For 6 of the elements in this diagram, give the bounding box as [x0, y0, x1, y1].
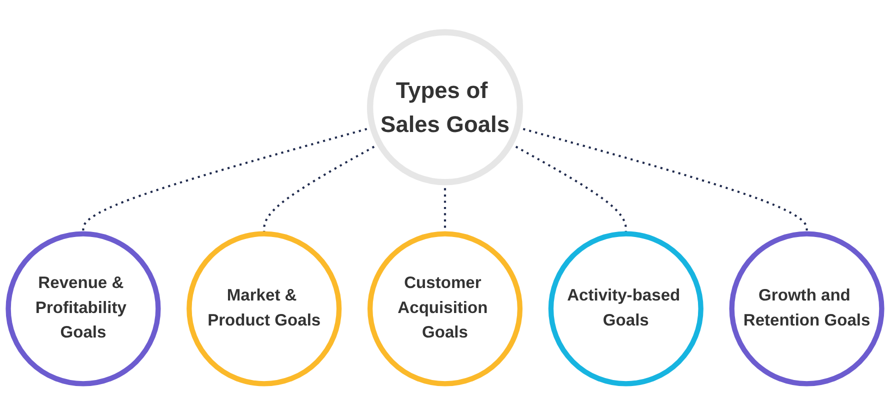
- node-circle: Market & Product Goals: [186, 230, 342, 386]
- node-circle: Customer Acquisition Goals: [367, 230, 523, 386]
- node-circle: Growth and Retention Goals: [729, 230, 884, 386]
- node-circle: Types of Sales Goals: [366, 28, 524, 185]
- node-circle: Activity-based Goals: [548, 230, 704, 386]
- node-circle: Revenue & Profitability Goals: [6, 230, 161, 386]
